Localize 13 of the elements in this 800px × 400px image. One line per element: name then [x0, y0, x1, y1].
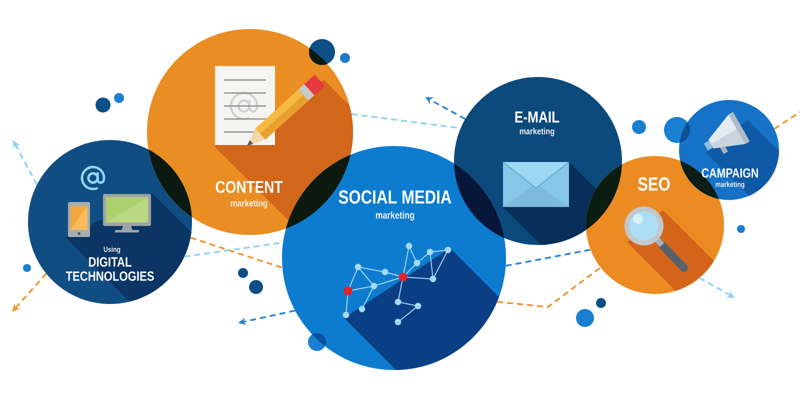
heading: E-MAIL: [515, 112, 560, 122]
dashed-line: [506, 248, 591, 267]
heading: CAMPAIGN: [702, 168, 758, 178]
dashed-line: [190, 236, 283, 269]
heading: SEO: [638, 177, 670, 191]
dashed-line: [774, 111, 800, 130]
subheading: marketing: [376, 211, 414, 221]
dashed-line: [497, 266, 602, 308]
heading: DIGITAL TECHNOLOGIES: [66, 257, 154, 281]
heading: CONTENT: [216, 180, 283, 194]
heading: SOCIAL MEDIA: [338, 190, 452, 204]
subheading: marketing: [520, 128, 554, 136]
subheading: marketing: [230, 200, 268, 208]
